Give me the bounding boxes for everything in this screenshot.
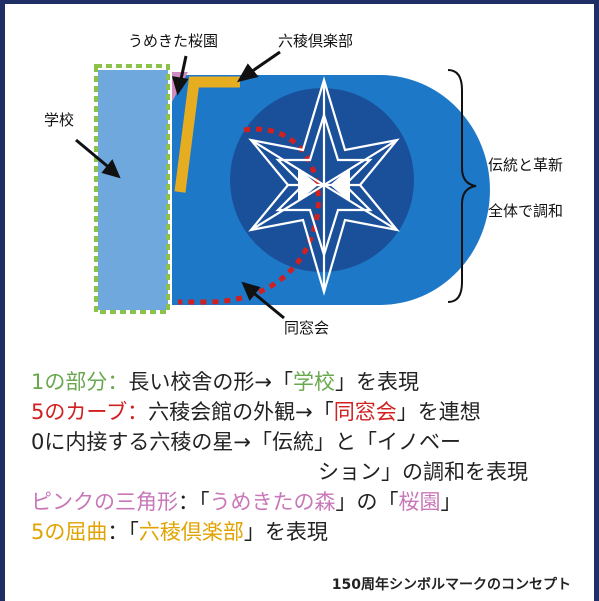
six-point-star (248, 76, 400, 296)
label-alumni: 同窓会 (284, 319, 330, 337)
desc-term: 1の部分 (31, 370, 108, 394)
inner-circle (230, 88, 414, 272)
caption: 150周年シンボルマークのコンセプト (331, 577, 571, 593)
right-brace (447, 69, 477, 303)
label-rikuryo-club: 六稜倶楽部 (278, 32, 354, 50)
gold-bend (174, 76, 240, 193)
school-dotted-outline (94, 64, 170, 314)
star-center-left (298, 168, 318, 202)
desc-line-school: 1の部分：長い校舎の形→「学校」を表現 (31, 370, 419, 394)
desc-term: 5の屈曲 (31, 520, 108, 544)
desc-term: ピンクの三角形 (31, 490, 178, 514)
desc-term: 5のカーブ (31, 400, 128, 424)
school-block (98, 70, 168, 310)
desc-line-bend: 5の屈曲：「六稜倶楽部」を表現 (31, 520, 328, 544)
label-school: 学校 (44, 111, 75, 129)
desc-highlight: うめきたの森 (209, 490, 336, 514)
label-overall-harmony: 全体で調和 (488, 202, 564, 220)
label-cherry-garden: うめきた桜園 (128, 32, 219, 50)
desc-highlight: 学校 (292, 370, 335, 394)
desc-highlight: 同窓会 (333, 400, 397, 424)
desc-line-alumni: 5のカーブ：六稜会館の外観→「同窓会」を連想 (31, 400, 481, 424)
desc-line-star: 0に内接する六稜の星→「伝統」と「イノベー (31, 430, 461, 454)
arrows (75, 50, 285, 320)
desc-highlight: 六稜倶楽部 (138, 520, 244, 544)
star-center-right (330, 168, 350, 202)
desc-line-pink: ピンクの三角形：「うめきたの森」の「桜園」 (31, 490, 462, 514)
desc-line-star-cont: ション」の調和を表現 (318, 460, 528, 484)
label-tradition-innovation: 伝統と革新 (488, 156, 564, 174)
